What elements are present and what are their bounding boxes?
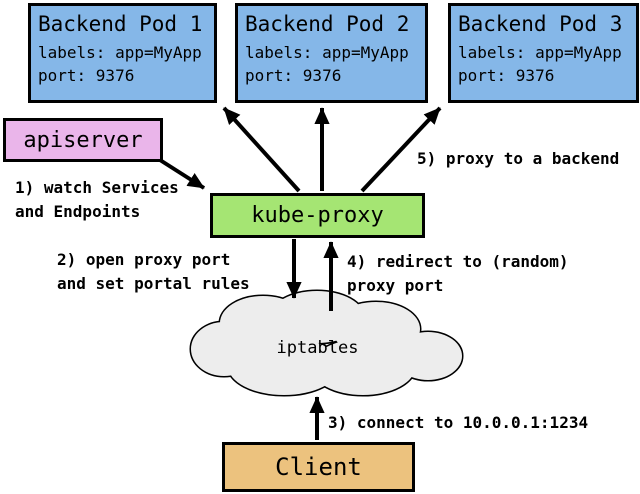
backend-pod-3-title: Backend Pod 3 (458, 12, 623, 36)
backend-pod-1-title: Backend Pod 1 (38, 12, 203, 36)
client-label: Client (275, 453, 362, 481)
backend-pod-3: Backend Pod 3 labels: app=MyApp port: 93… (448, 3, 639, 103)
note-4-redirect: 4) redirect to (random) proxy port (347, 252, 569, 295)
iptables-label: iptables (276, 338, 359, 358)
backend-pod-1-labels: labels: app=MyApp (38, 43, 202, 62)
backend-pod-3-labels: labels: app=MyApp (458, 43, 622, 62)
note-2-open-proxy-port: 2) open proxy port and set portal rules (57, 250, 250, 293)
kube-proxy-label: kube-proxy (251, 203, 384, 228)
backend-pod-2: Backend Pod 2 labels: app=MyApp port: 93… (235, 3, 428, 103)
backend-pod-2-labels: labels: app=MyApp (245, 43, 409, 62)
backend-pod-3-port: port: 9376 (458, 66, 555, 85)
backend-pod-2-port: port: 9376 (245, 66, 342, 85)
backend-pod-2-title: Backend Pod 2 (245, 12, 410, 36)
backend-pod-1-port: port: 9376 (38, 66, 135, 85)
note-5-proxy-backend: 5) proxy to a backend (417, 149, 620, 168)
note-1-watch-services: 1) watch Services and Endpoints (15, 178, 179, 221)
backend-pod-1: Backend Pod 1 labels: app=MyApp port: 93… (28, 3, 217, 103)
note-3-connect: 3) connect to 10.0.0.1:1234 (328, 413, 589, 432)
apiserver-label: apiserver (23, 127, 143, 153)
arrow-kubeproxy-to-pod1 (222, 106, 301, 193)
kube-proxy-box: kube-proxy (210, 193, 425, 238)
client-box: Client (222, 442, 415, 492)
apiserver-box: apiserver (3, 118, 163, 162)
